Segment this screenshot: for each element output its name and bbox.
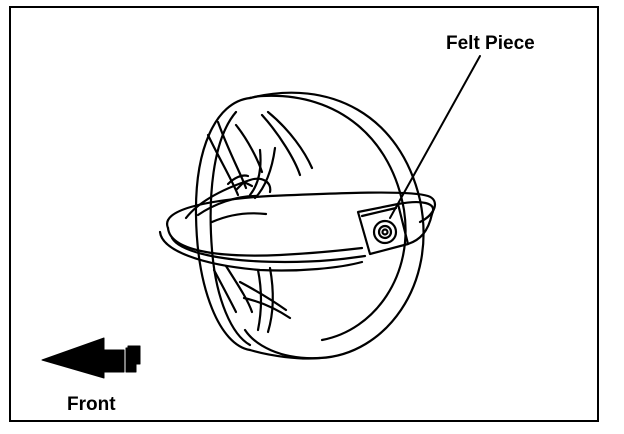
felt-piece-bracket xyxy=(356,201,435,256)
motor-band xyxy=(158,174,437,272)
diagram-frame xyxy=(9,6,599,422)
front-arrow-icon xyxy=(41,337,141,379)
front-label: Front xyxy=(67,394,116,415)
wheel-spokes xyxy=(206,110,314,334)
felt-piece-label: Felt Piece xyxy=(446,33,535,54)
blower-drum xyxy=(194,91,425,360)
felt-piece-leader-line xyxy=(389,55,481,219)
